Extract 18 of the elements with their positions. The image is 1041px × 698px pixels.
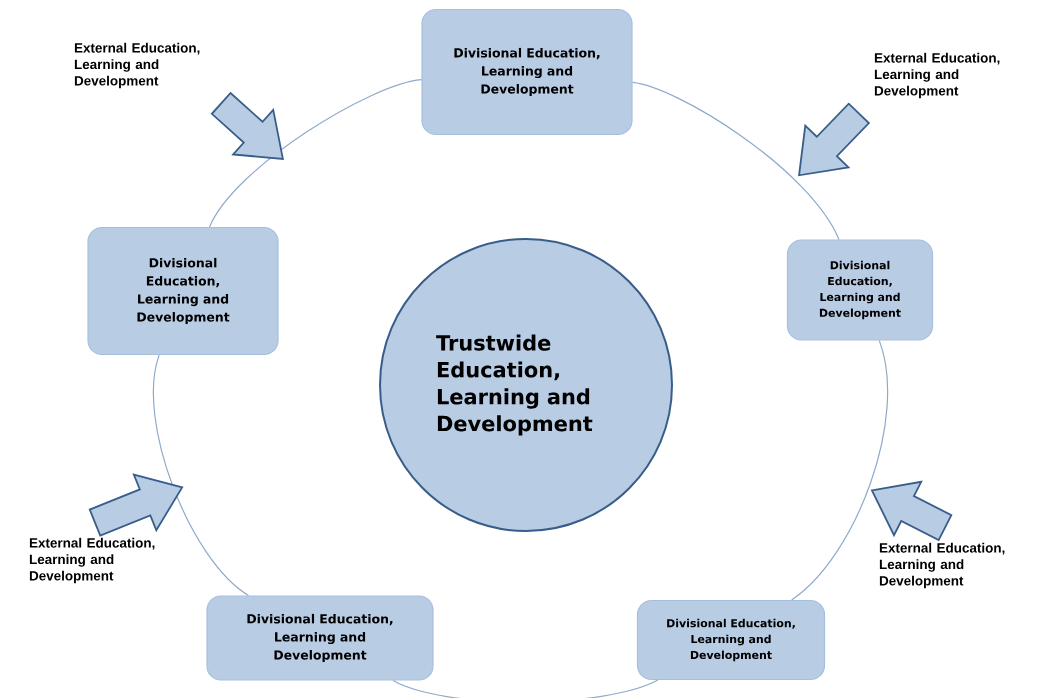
division-box: Divisional Education, Learning and Development — [87, 226, 279, 356]
source-label: External Education, Learning and Development — [874, 52, 1000, 99]
ring-arc — [208, 79, 422, 228]
block-arrow — [88, 473, 184, 537]
division-box: Divisional Education, Learning and Development — [786, 239, 934, 341]
block-arrow — [210, 91, 284, 160]
source-label: External Education, Learning and Development — [29, 537, 155, 584]
division-box: Divisional Education, Learning and Development — [206, 595, 434, 681]
source-label: External Education, Learning and Development — [74, 42, 200, 89]
source-label: External Education, Learning and Development — [879, 542, 1005, 589]
block-arrow — [870, 480, 953, 542]
block-arrow — [798, 102, 871, 177]
ring-arc — [632, 81, 840, 240]
division-box: Divisional Education, Learning and Development — [636, 599, 826, 681]
ring-arc — [791, 340, 889, 601]
ring-arc — [392, 679, 659, 698]
ring-arc — [152, 354, 250, 596]
division-box: Divisional Education, Learning and Development — [421, 8, 633, 136]
